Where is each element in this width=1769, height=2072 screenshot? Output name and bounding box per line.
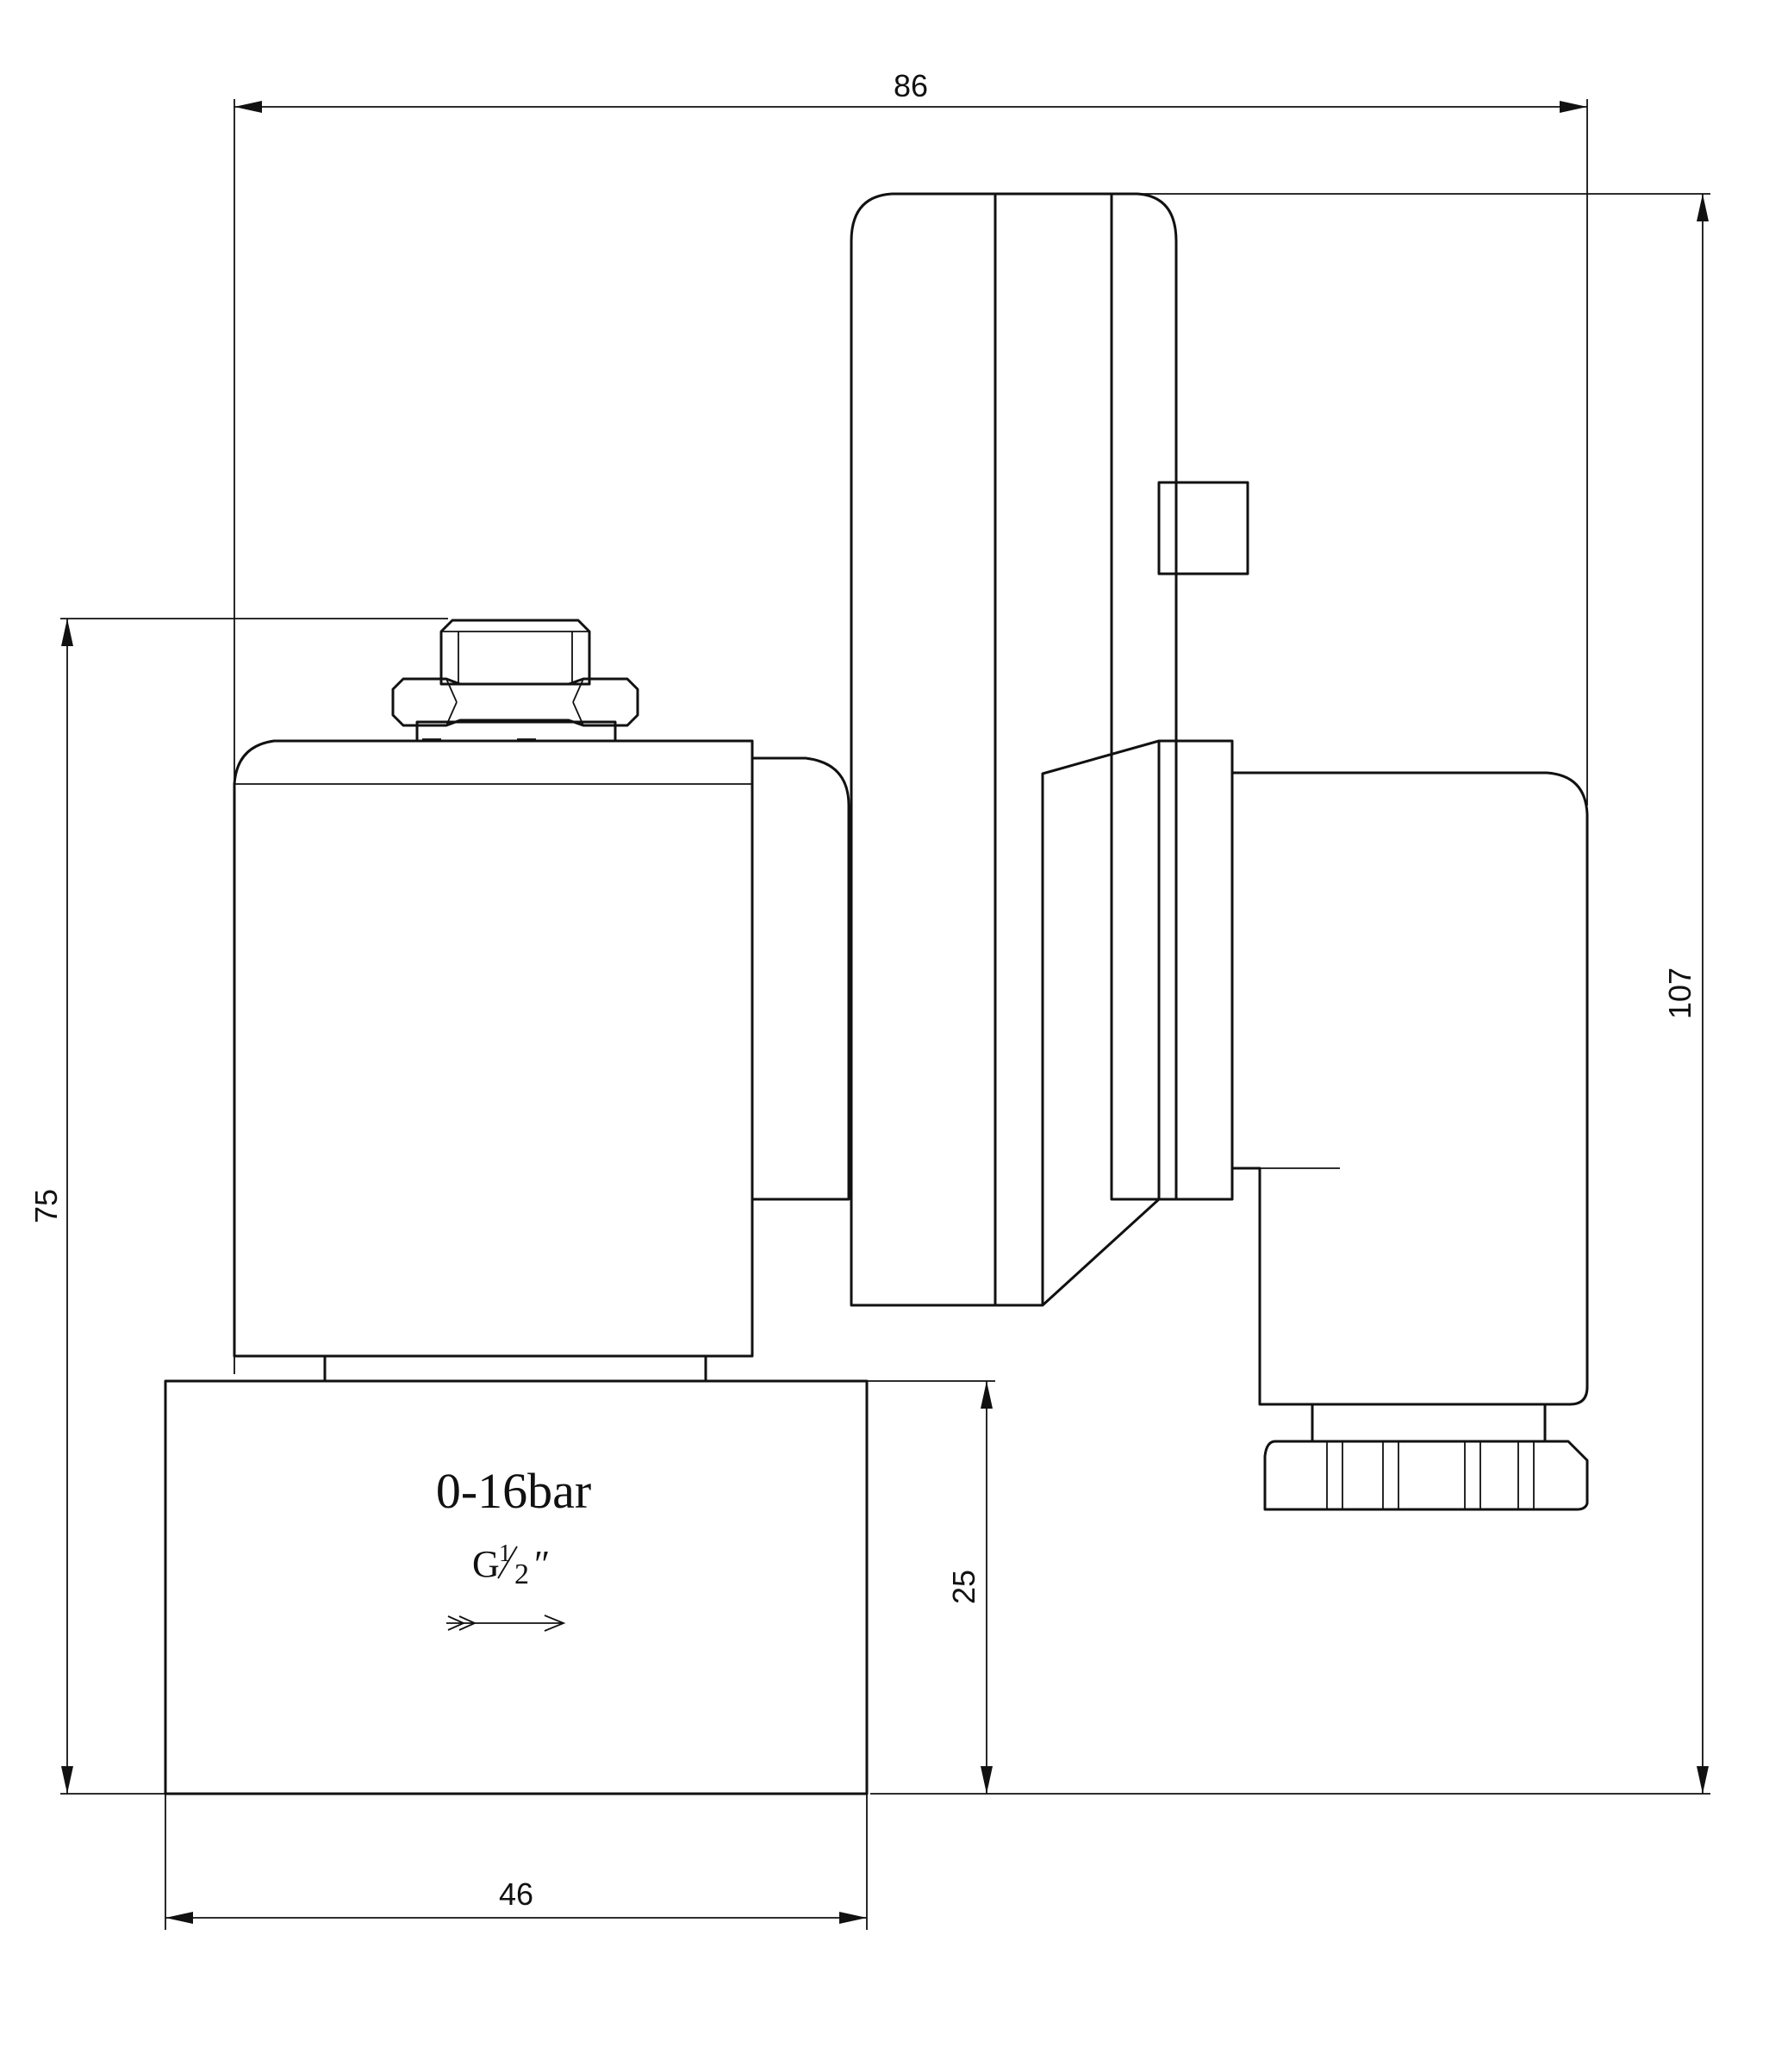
cable-connector — [1232, 771, 1589, 1443]
dimension-valve-height: 75 — [28, 618, 448, 1795]
dimension-overall-height: 107 — [870, 193, 1710, 1795]
solenoid-coil — [233, 738, 754, 1358]
svg-text:″: ″ — [534, 1543, 550, 1585]
svg-text:1: 1 — [499, 1540, 511, 1567]
valve-body: 0-16bar G 1 2 ″ — [164, 1379, 869, 1795]
dim-label-46: 46 — [499, 1876, 533, 1912]
dim-label-86: 86 — [894, 68, 928, 103]
flow-direction-arrow-icon — [446, 1615, 566, 1632]
dim-label-75: 75 — [28, 1189, 64, 1223]
dim-label-25: 25 — [946, 1570, 981, 1604]
dim-label-107: 107 — [1662, 968, 1697, 1019]
dimension-body-height: 25 — [867, 1380, 995, 1794]
svg-text:G: G — [472, 1543, 500, 1585]
coil-top-cap — [439, 619, 591, 686]
valve-stem-spacer — [323, 1354, 707, 1383]
connector-housing — [752, 192, 1249, 1307]
svg-text:2: 2 — [514, 1559, 529, 1590]
thread-size-label: G 1 2 ″ — [472, 1540, 550, 1590]
coil-lock-nut — [391, 677, 639, 743]
dimension-body-width: 46 — [165, 1794, 868, 1930]
knurled-nut — [1263, 1440, 1589, 1511]
pressure-rating-label: 0-16bar — [436, 1463, 591, 1519]
